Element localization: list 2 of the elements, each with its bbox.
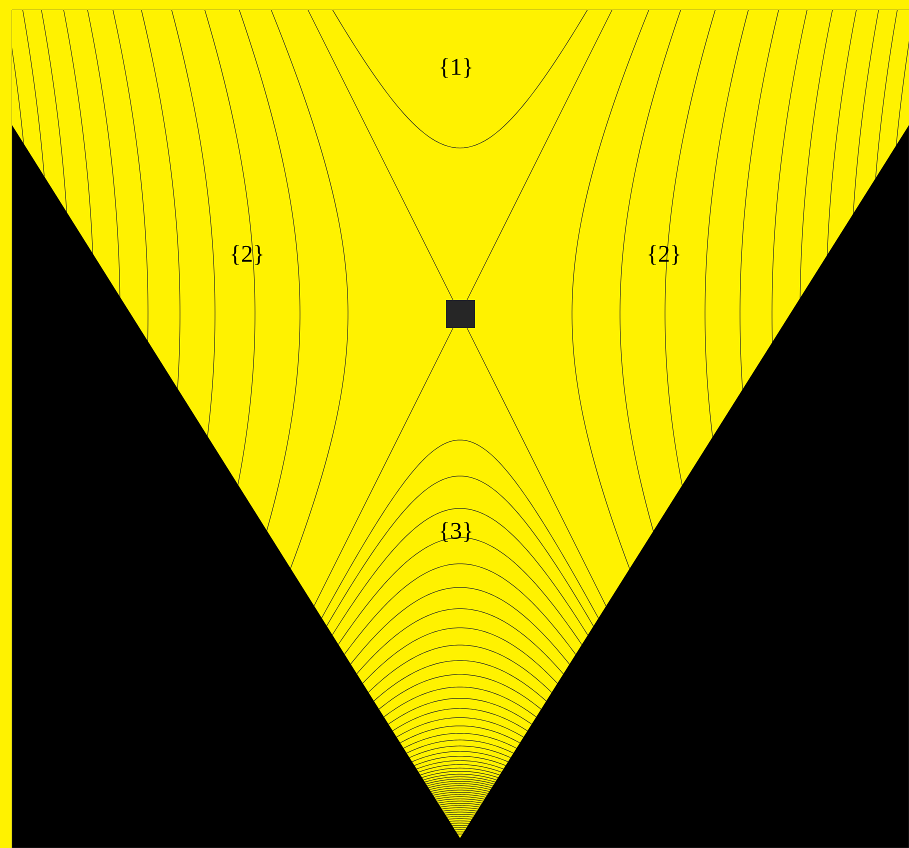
- region-label: {1}: [440, 58, 472, 78]
- region-label: {3}: [440, 522, 472, 542]
